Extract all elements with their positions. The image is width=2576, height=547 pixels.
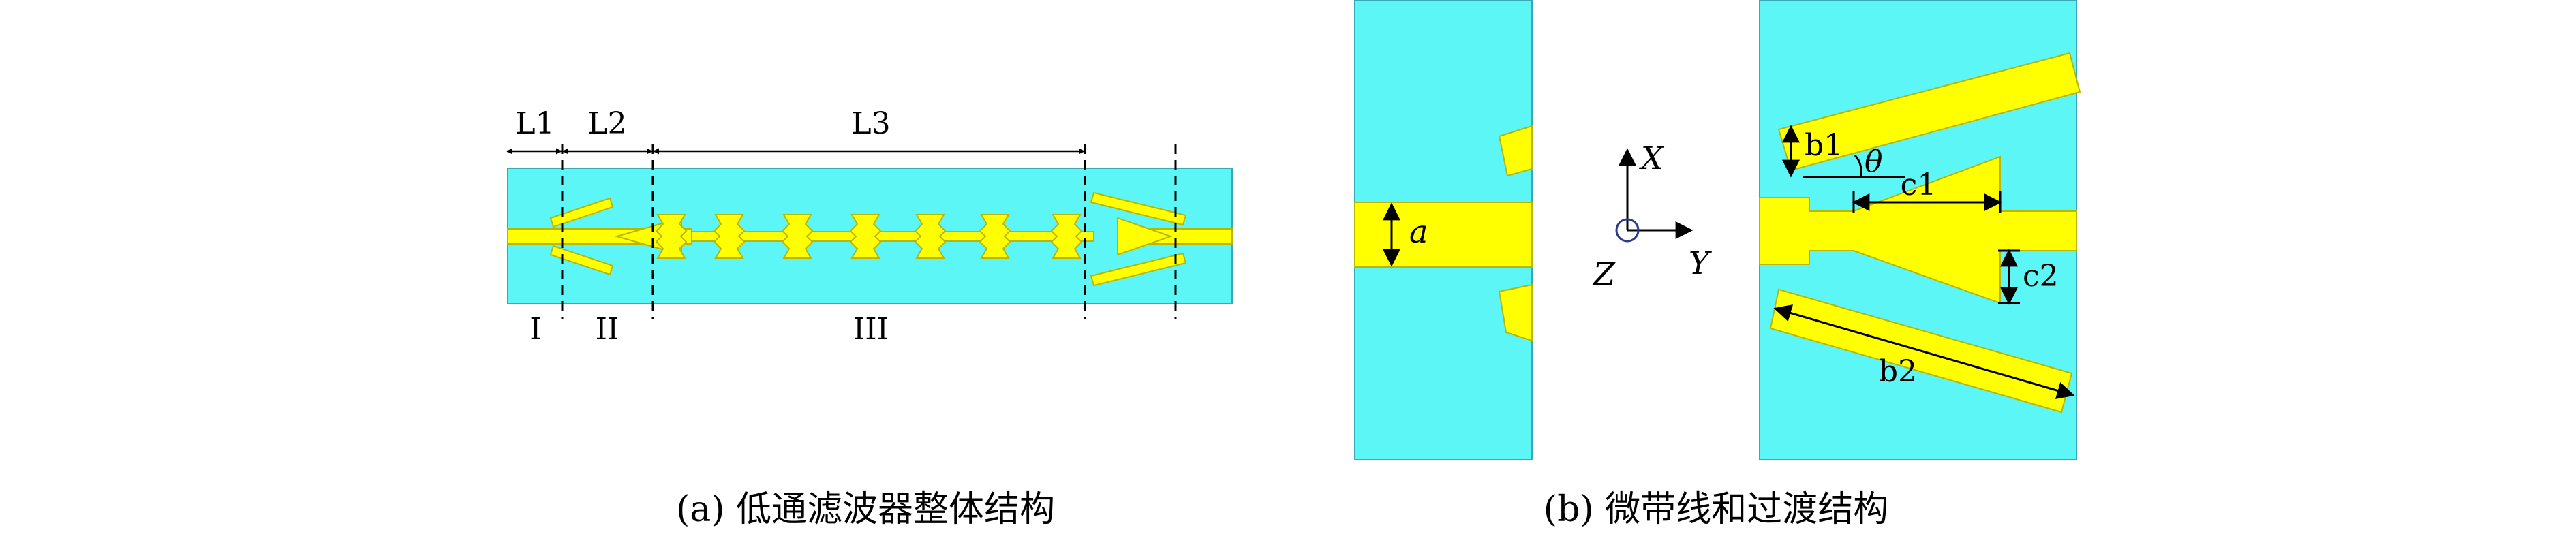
panel-b-lower-strip-end <box>1498 283 1533 342</box>
region-label-ii: II <box>596 312 619 347</box>
panel-a-right-taper <box>1117 217 1174 256</box>
resonator-7 <box>1051 214 1082 259</box>
panel-a-right-lower-strip <box>1090 252 1187 287</box>
panel-b-microstrip-line <box>1354 202 1533 268</box>
y-axis-label: Y <box>1689 245 1713 281</box>
panel-a-left-lower-strip <box>549 245 614 276</box>
region-label-iii: III <box>853 312 889 347</box>
panel-b-microstrip-view: a <box>1354 0 1533 460</box>
panel-b-transition-view: b1 θ c1 c2 b2 <box>1759 0 2081 460</box>
resonator-1 <box>656 214 687 259</box>
z-axis-origin-icon <box>1615 218 1640 243</box>
panel-a-section-dividers <box>561 144 1177 319</box>
panel-a-caption: (a) 低通滤波器整体结构 <box>676 489 1055 530</box>
z-axis-label: Z <box>1592 255 1616 292</box>
param-label-c1: c1 <box>1901 168 1937 202</box>
panel-b-upper-strip-end <box>1498 125 1533 177</box>
dim-label-l3: L3 <box>851 106 890 141</box>
resonator-5 <box>915 214 946 259</box>
panel-a-center-line <box>691 231 1094 242</box>
region-label-i: I <box>530 312 541 347</box>
transition-taper <box>1759 155 2077 304</box>
resonator-3 <box>782 214 813 259</box>
width-label-a: a <box>1409 213 1428 250</box>
param-label-b2: b2 <box>1879 354 1917 389</box>
panel-a-right-upper-strip <box>1090 191 1187 226</box>
coordinate-axes: X Y Z <box>1592 140 1713 292</box>
resonator-2 <box>714 214 745 259</box>
dim-label-l1: L1 <box>515 106 554 141</box>
resonator-6 <box>979 214 1011 259</box>
panel-b-caption: (b) 微带线和过渡结构 <box>1544 489 1888 530</box>
dim-arrow-b2 <box>1773 304 2075 399</box>
x-axis-label: X <box>1639 140 1665 176</box>
param-label-theta: θ <box>1865 144 1883 179</box>
theta-arc <box>1854 154 1862 178</box>
resonator-4 <box>850 214 881 259</box>
panel-a-left-upper-strip <box>549 197 614 228</box>
dim-label-l2: L2 <box>587 106 626 141</box>
panel-a-lowpass-filter: L1 L2 L3 I II III (a) 低通滤波器整体结构 <box>506 106 1233 530</box>
param-label-b1: b1 <box>1805 128 1843 163</box>
param-label-c2: c2 <box>2023 259 2059 294</box>
panel-b-microstrip-transition: a X Y Z b1 θ c1 <box>1354 0 2081 530</box>
